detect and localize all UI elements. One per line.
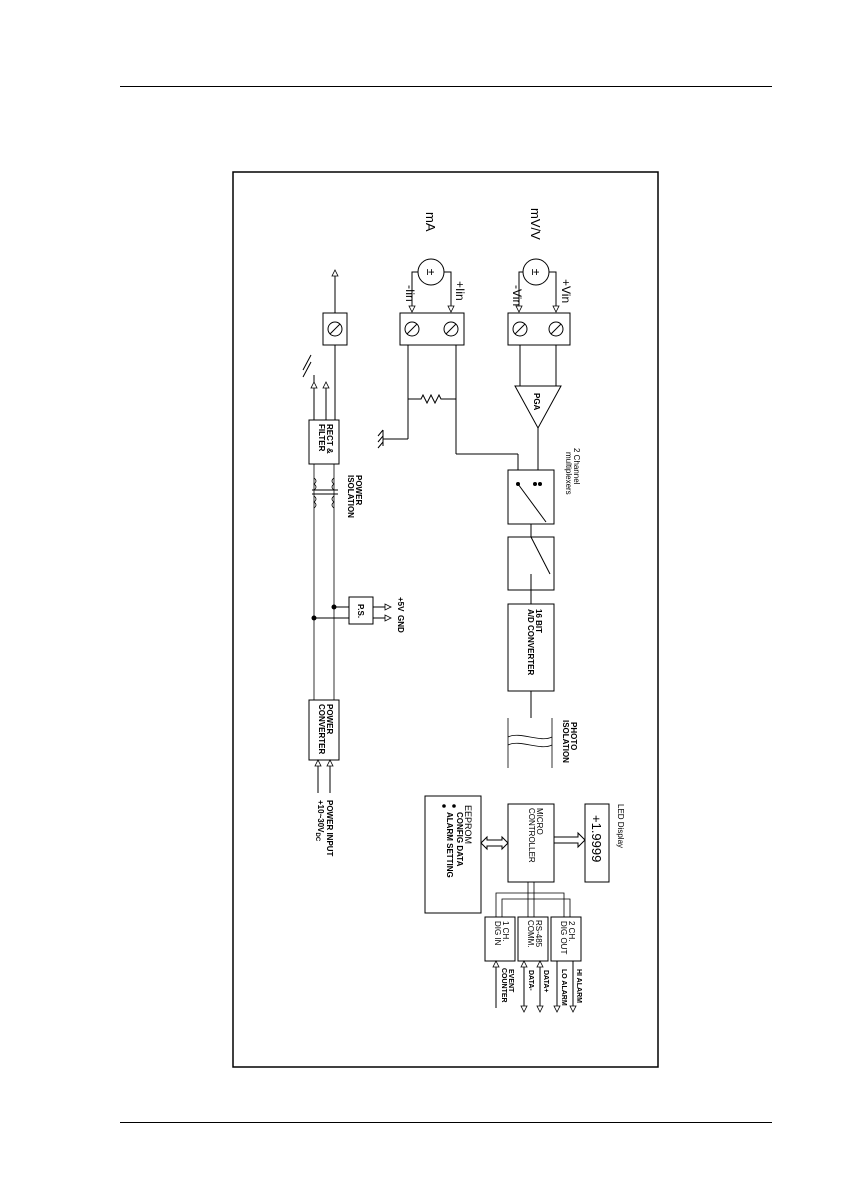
led-bus xyxy=(553,831,586,849)
plus5v-label: +5V xyxy=(396,597,405,612)
dig-out-box xyxy=(550,916,582,962)
ma-source-sign: ± xyxy=(424,269,438,276)
header-rule xyxy=(120,86,772,87)
mvv-label: mV/V xyxy=(528,208,543,240)
pga-amplifier xyxy=(514,385,562,430)
adc-label-line2: A/D CONVERTER xyxy=(526,609,535,675)
dig-in-line2: DIG IN xyxy=(493,921,502,946)
ma-terminal-block xyxy=(399,312,465,346)
minus-vin-label: -Vin xyxy=(510,285,524,306)
mux-label-line2: multiplexers xyxy=(564,452,573,495)
footer-rule xyxy=(120,1122,772,1123)
rs485-line2: COMM. xyxy=(526,920,535,948)
power-isolation-line2: ISOLATION xyxy=(346,475,355,518)
power-converter-line2: CONVERTER xyxy=(317,704,326,754)
ma-label: mA xyxy=(423,212,438,232)
adc-label-line1: 16 BIT xyxy=(534,609,543,633)
led-display-value: +1.9999 xyxy=(589,815,604,862)
event-counter-line2: COUNTER xyxy=(500,968,507,1003)
plus-iin-label: +Iin xyxy=(453,281,467,301)
mvv-source-sign: ± xyxy=(529,269,543,276)
lo-alarm-label: LO ALARM xyxy=(560,969,567,1006)
led-display-label: LED Display xyxy=(616,804,625,848)
power-converter-line1: POWER xyxy=(325,704,334,734)
photo-isolation-symbol xyxy=(507,718,553,768)
power-input-line2: +10~30VDC xyxy=(314,800,325,842)
event-counter-line1: EVENT xyxy=(507,969,514,993)
power-input-line1: POWER INPUT xyxy=(325,800,334,857)
data-plus-label: DATA+ xyxy=(542,970,549,993)
eeprom-title: EEPROM xyxy=(463,805,473,844)
eeprom-item-alarm: ALARM SETTING xyxy=(445,812,454,878)
dig-out-line1: 2 CH. xyxy=(567,921,576,941)
io-bus xyxy=(495,882,571,917)
photo-isolation-line1: PHOTO xyxy=(569,722,578,750)
diagram-frame xyxy=(232,171,659,1068)
microcontroller-line2: CONTROLLER xyxy=(527,808,536,863)
eeprom-bus xyxy=(480,835,509,851)
minus-iin-label: -Iin xyxy=(403,285,417,302)
power-converter-box xyxy=(308,699,340,761)
pga-label: PGA xyxy=(532,393,541,411)
eeprom-box xyxy=(424,795,482,914)
data-minus-label: DATA- xyxy=(527,970,534,991)
mvv-terminal-block xyxy=(507,312,571,346)
gnd-label: GND xyxy=(396,615,405,633)
dig-in-box xyxy=(484,916,516,962)
ps-box xyxy=(348,596,374,625)
microcontroller-line1: MICRO xyxy=(535,808,544,835)
power-isolation-transformer xyxy=(312,477,338,509)
eeprom-item-config: CONFIG DATA xyxy=(455,812,464,867)
rect-filter-line2: FILTER xyxy=(317,424,326,452)
plus-vin-label: +Vin xyxy=(559,279,573,303)
shunt-resistor xyxy=(408,393,456,405)
multiplexer-box xyxy=(507,469,555,525)
adc-box xyxy=(507,603,555,692)
ps-label: P.S. xyxy=(356,604,365,618)
mux-label-line1: 2 Channel xyxy=(572,448,581,485)
led-display-box xyxy=(584,803,610,883)
dig-in-line1: 1 CH. xyxy=(501,921,510,941)
rect-filter-box xyxy=(308,419,340,465)
microcontroller-box xyxy=(507,803,555,883)
rs485-box xyxy=(517,916,549,962)
rect-filter-line1: RECT & xyxy=(325,424,334,454)
rs485-line1: RS-485 xyxy=(534,920,543,948)
power-isolation-line1: POWER xyxy=(354,475,363,505)
hi-alarm-label: HI ALARM xyxy=(575,969,582,1003)
photo-isolation-line2: ISOLATION xyxy=(561,720,570,763)
dig-out-line2: DIG OUT xyxy=(559,921,568,954)
